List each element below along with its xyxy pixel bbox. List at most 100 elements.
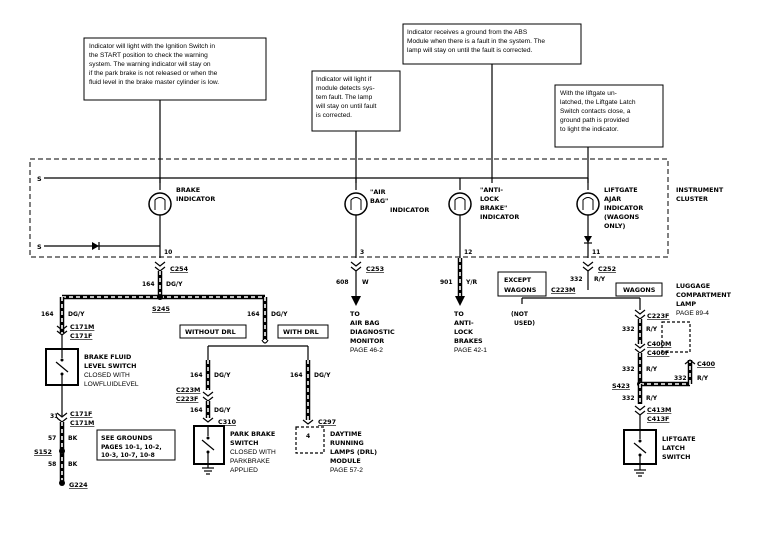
brake-fluid-label-2: LEVEL SWITCH bbox=[84, 362, 136, 370]
park-brake-desc-2: PARKBRAKE bbox=[230, 458, 270, 465]
s152-label: S152 bbox=[34, 448, 52, 456]
brake-note-line-4: if the park brake is not released or whe… bbox=[89, 70, 218, 77]
luggage-label-3: LAMP bbox=[676, 300, 696, 308]
connector-c252 bbox=[582, 261, 594, 272]
brake-fluid-label-1: BRAKE FLUID bbox=[84, 353, 131, 361]
luggage-page: PAGE 89-4 bbox=[676, 310, 709, 317]
c171m-a-label: C171M bbox=[70, 323, 94, 331]
brake-note: Indicator will light with the Ignition S… bbox=[83, 37, 267, 183]
w164-a: 164 bbox=[142, 281, 155, 288]
airbag-note-line-4: will stay on until fault bbox=[315, 103, 377, 110]
liftgate-note-line-5: to light the indicator. bbox=[560, 126, 619, 133]
w164-d: 164 bbox=[190, 372, 203, 379]
liftgate-bulb-icon bbox=[576, 192, 600, 216]
c223m-a-label: C223M bbox=[176, 386, 200, 394]
w164-e: 164 bbox=[190, 407, 203, 414]
w58: 58 bbox=[48, 461, 56, 468]
with-drl-label: WITH DRL bbox=[283, 328, 319, 336]
airbag-note-line-1: Indicator will light if bbox=[316, 76, 372, 83]
liftgate-note-line-1: With the liftgate un- bbox=[560, 90, 617, 97]
c254-label: C254 bbox=[170, 265, 189, 273]
abs-arrow-icon bbox=[455, 296, 465, 306]
w164-b: 164 bbox=[41, 311, 54, 318]
c297-label: C297 bbox=[318, 418, 336, 426]
airbag-indicator-label-1: "AIR bbox=[370, 188, 386, 196]
abs-note-line-3: lamp will stay on until the fault is cor… bbox=[407, 47, 533, 54]
not-used-2: USED) bbox=[514, 320, 535, 327]
cluster-label-2: CLUSTER bbox=[676, 195, 708, 203]
luggage-label-1: LUGGAGE bbox=[676, 282, 710, 290]
c171f-a-label: C171F bbox=[70, 332, 92, 340]
brake-note-line-3: system. The warning indicator will stay … bbox=[89, 61, 211, 68]
see-grounds-2: PAGES 10-1, 10-2, bbox=[101, 444, 162, 451]
w57: 57 bbox=[48, 435, 56, 442]
liftgate-diode-icon bbox=[584, 236, 592, 244]
brake-fluid-desc-1: CLOSED WITH bbox=[84, 372, 130, 379]
dgy-b: DG/Y bbox=[68, 311, 85, 318]
abs-to-3: LOCK bbox=[454, 328, 474, 336]
see-grounds-1: SEE GROUNDS bbox=[101, 434, 153, 442]
airbag-to-1: TO bbox=[350, 310, 360, 318]
w332-e: 332 bbox=[622, 395, 635, 402]
g224-label: G224 bbox=[69, 481, 88, 489]
dgy-f: DG/Y bbox=[314, 372, 331, 379]
liftgate-indicator-label-3: INDICATOR bbox=[604, 204, 643, 212]
abs-note: Indicator receives a ground from the ABS… bbox=[402, 23, 582, 183]
bk-a: BK bbox=[68, 435, 78, 442]
drl-label-4: MODULE bbox=[330, 457, 361, 465]
liftgate-latch-2: LATCH bbox=[662, 444, 685, 452]
c171f-b-label: C171F bbox=[70, 410, 92, 418]
with-drl-box bbox=[277, 324, 329, 339]
abs-note-line-1: Indicator receives a ground from the ABS bbox=[407, 29, 528, 36]
cluster-label-1: INSTRUMENT bbox=[676, 186, 724, 194]
drl-module-box bbox=[295, 426, 325, 454]
abs-page: PAGE 42-1 bbox=[454, 347, 487, 354]
liftgate-indicator-label-4: (WAGONS bbox=[604, 213, 640, 221]
brake-note-line-2: the START position to check the warning bbox=[89, 52, 208, 59]
w332-b: 332 bbox=[622, 326, 635, 333]
drl-label-1: DAYTIME bbox=[330, 430, 362, 438]
abs-indicator-label-3: BRAKE" bbox=[480, 204, 507, 212]
park-brake-switch-icon bbox=[193, 425, 225, 475]
abs-to-1: TO bbox=[454, 310, 464, 318]
brake-note-line-1: Indicator will light with the Ignition S… bbox=[89, 43, 215, 50]
w608: 608 bbox=[336, 279, 349, 286]
liftgate-indicator-label-1: LIFTGATE bbox=[604, 186, 638, 194]
brake-fluid-desc-2: LOWFLUIDLEVEL bbox=[84, 381, 139, 388]
liftgate-note-line-3: Switch contacts close, a bbox=[560, 108, 631, 115]
w31: 31 bbox=[50, 413, 58, 420]
park-brake-desc-1: CLOSED WITH bbox=[230, 449, 276, 456]
liftgate-note: With the liftgate un- latched, the Liftg… bbox=[554, 84, 664, 183]
liftgate-note-line-2: latched, the Liftgate Latch bbox=[560, 99, 636, 106]
w-label: W bbox=[362, 279, 369, 286]
airbag-indicator-label-2: BAG" bbox=[370, 197, 388, 205]
w332-a: 332 bbox=[570, 276, 583, 283]
s-mark-bottom: S bbox=[37, 243, 42, 251]
c253-label: C253 bbox=[366, 265, 384, 273]
ry-c: R/Y bbox=[646, 366, 658, 373]
airbag-note: Indicator will light if module detects s… bbox=[311, 70, 401, 183]
abs-pin: 12 bbox=[464, 249, 472, 256]
c413f-label: C413F bbox=[647, 415, 669, 423]
abs-bulb-icon bbox=[448, 192, 472, 216]
abs-indicator-label-4: INDICATOR bbox=[480, 213, 519, 221]
yr-label: Y/R bbox=[465, 279, 478, 286]
brake-note-line-5: fluid level in the brake master cylinder… bbox=[89, 79, 219, 86]
c310-label: C310 bbox=[218, 418, 237, 426]
not-used-1: (NOT bbox=[511, 311, 529, 318]
liftgate-latch-3: SWITCH bbox=[662, 453, 690, 461]
abs-indicator-label-1: "ANTI- bbox=[480, 186, 503, 194]
park-brake-label-1: PARK BRAKE bbox=[230, 430, 275, 438]
ry-d: R/Y bbox=[697, 375, 709, 382]
liftgate-indicator-label-2: AJAR bbox=[604, 195, 621, 203]
drl-page: PAGE 57-2 bbox=[330, 467, 363, 474]
airbag-to-3: DIAGNOSTIC bbox=[350, 328, 395, 336]
connector-c413 bbox=[634, 405, 646, 416]
c252-label: C252 bbox=[598, 265, 616, 273]
airbag-arrow-icon bbox=[351, 296, 361, 306]
liftgate-indicator-label-5: ONLY) bbox=[604, 222, 625, 230]
luggage-lamp-box bbox=[661, 321, 691, 353]
w332-c: 332 bbox=[622, 366, 635, 373]
abs-note-line-2: Module when there is a fault in the syst… bbox=[407, 38, 545, 45]
